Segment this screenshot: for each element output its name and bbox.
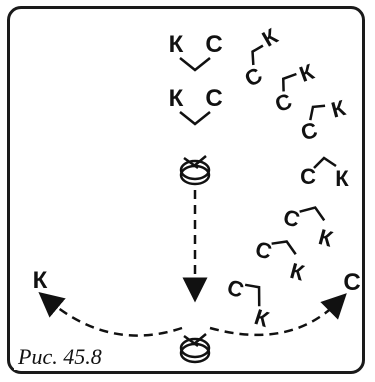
bond-line xyxy=(244,283,261,307)
kc-pair-top-2: К С xyxy=(169,85,223,126)
label-c: С xyxy=(224,274,247,303)
bond-line xyxy=(179,57,211,72)
bond-line xyxy=(309,104,326,121)
bond-line xyxy=(299,206,326,222)
bond-line xyxy=(251,44,264,66)
label-k: К xyxy=(316,224,336,252)
label-c: С xyxy=(300,164,316,189)
cell-dish-bottom xyxy=(179,333,211,364)
label-c: С xyxy=(205,85,222,112)
label-k: К xyxy=(296,59,318,87)
label-c: С xyxy=(281,204,303,232)
ck-pair-right-3: С К xyxy=(298,95,349,145)
label-k: К xyxy=(251,304,272,332)
result-label-c: С xyxy=(343,269,360,296)
ck-pair-right-1: С К xyxy=(240,23,282,92)
label-k: К xyxy=(169,85,184,112)
ck-pair-right-5: С К xyxy=(281,204,336,252)
figure-caption: Рис. 45.8 xyxy=(14,344,106,370)
kc-pair-top-1: К С xyxy=(169,31,223,72)
bond-line xyxy=(281,72,297,92)
label-c: С xyxy=(240,62,266,92)
bond-line xyxy=(313,156,337,169)
ck-pair-right-6: С К xyxy=(253,236,308,286)
label-c: С xyxy=(298,117,320,145)
ck-pair-right-4: С К xyxy=(300,156,349,191)
bond-line xyxy=(179,111,211,126)
label-c: С xyxy=(253,236,275,264)
result-label-k: К xyxy=(33,267,48,294)
label-k: К xyxy=(287,258,307,286)
bond-line xyxy=(271,240,297,256)
ck-pair-right-2: С К xyxy=(272,59,318,117)
label-k: К xyxy=(329,95,349,123)
label-k: К xyxy=(335,166,349,191)
arrow-curve-right xyxy=(209,293,347,337)
label-c: С xyxy=(205,31,222,58)
cell-dish-top xyxy=(179,155,211,186)
label-k: К xyxy=(169,31,184,58)
arrow-curve-left xyxy=(38,291,183,337)
label-c: С xyxy=(272,88,296,117)
ck-pair-right-7: С К xyxy=(224,274,272,332)
figure-frame xyxy=(7,6,365,374)
